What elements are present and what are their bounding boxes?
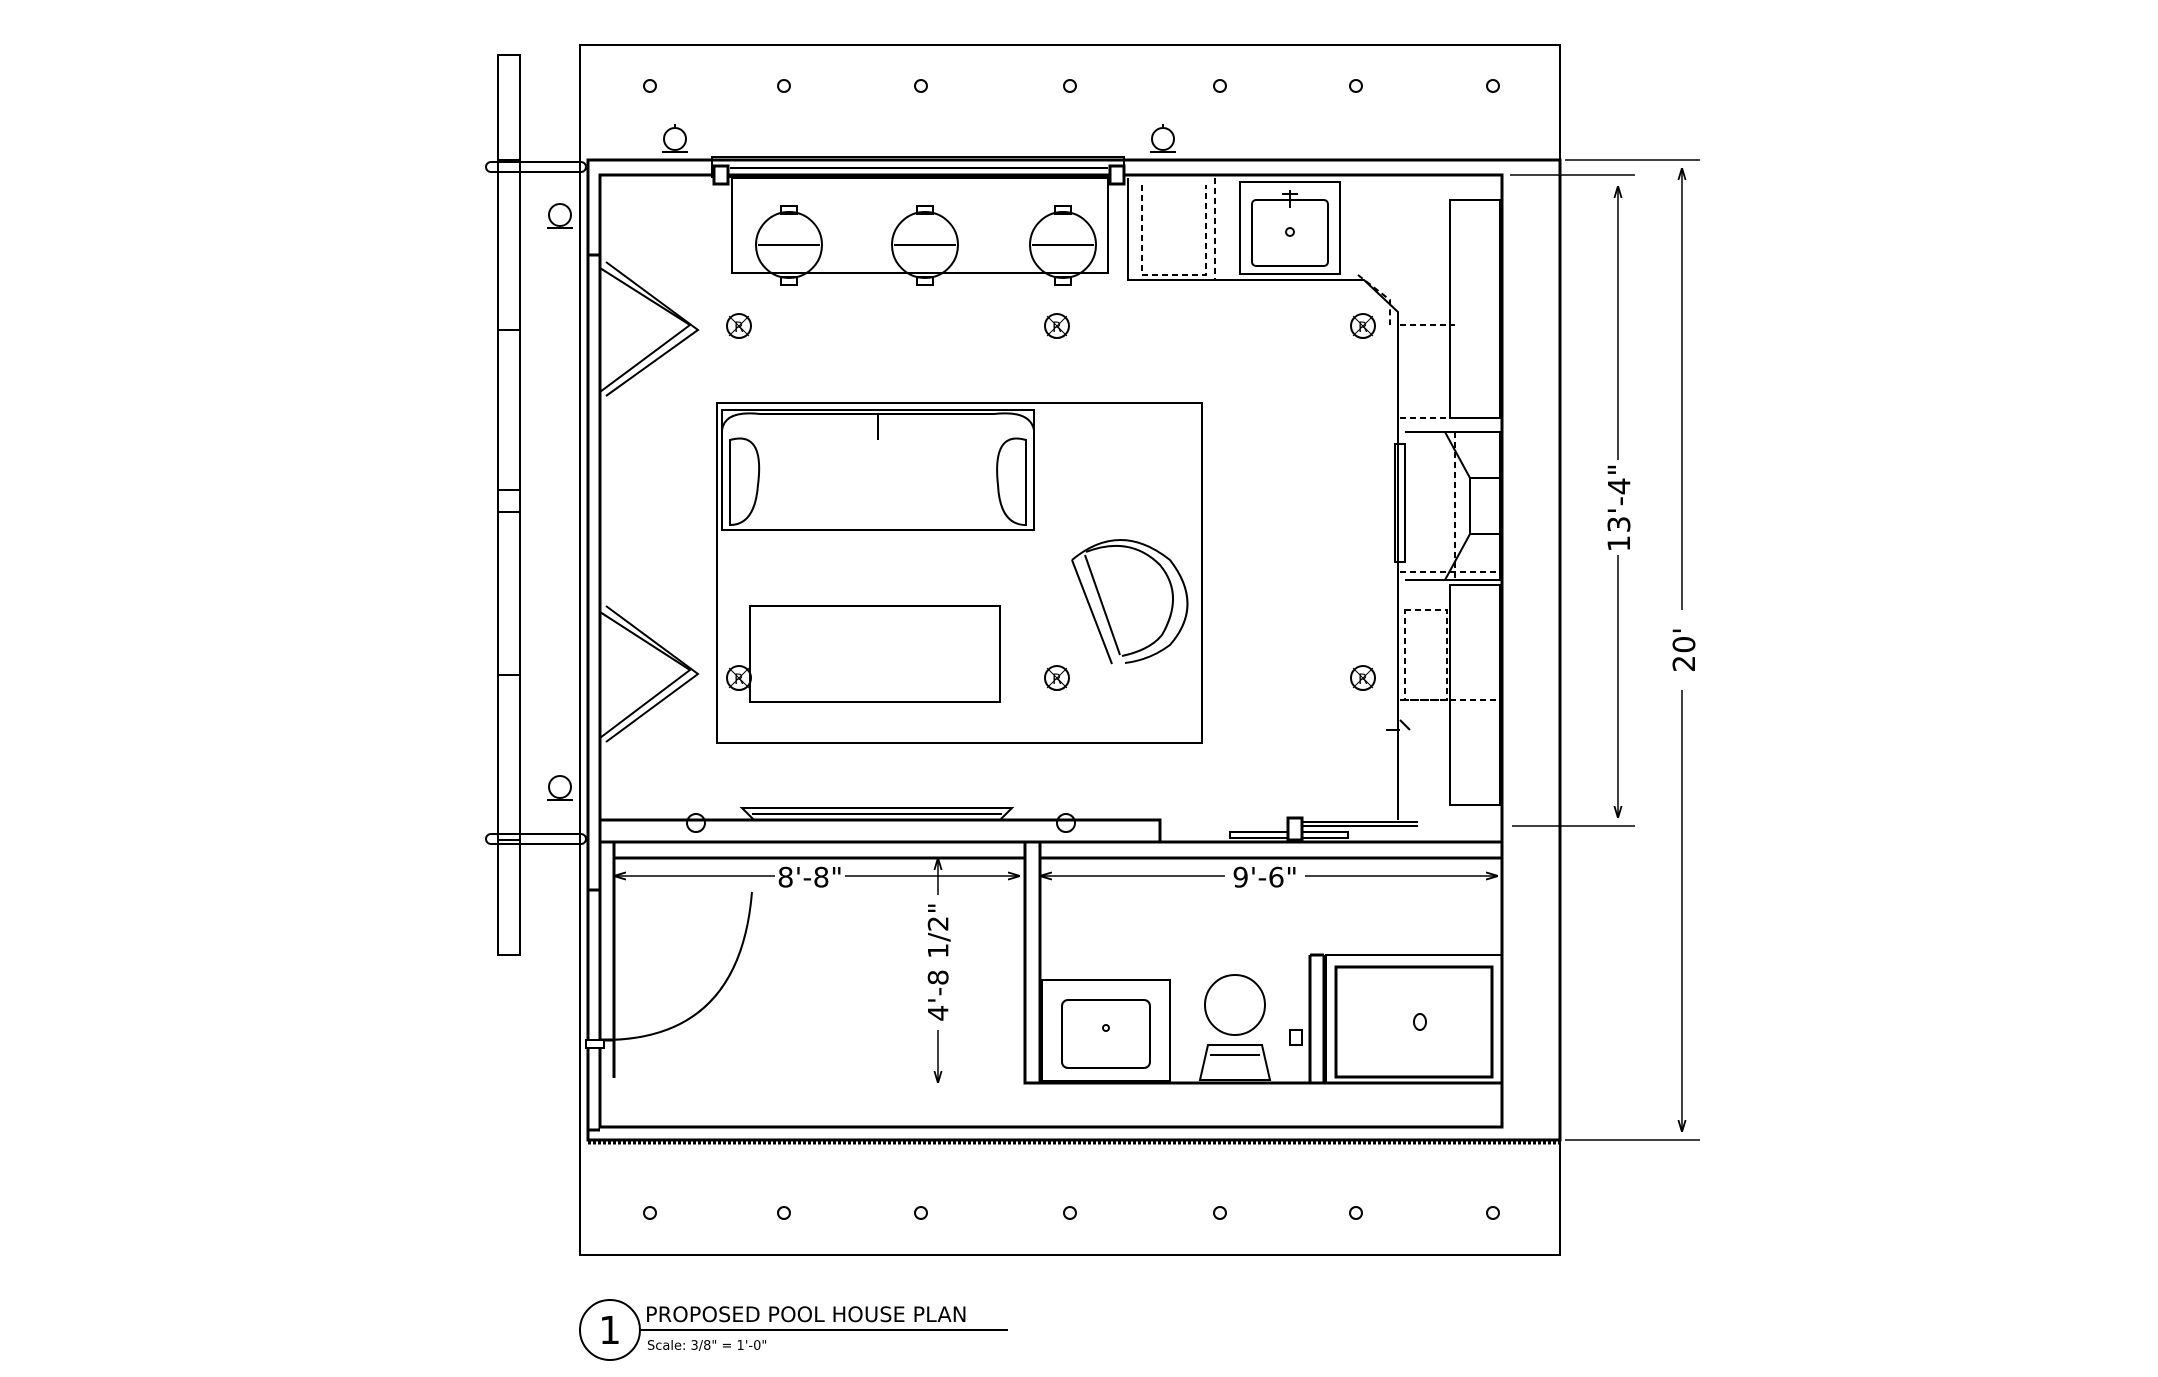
recessed-light-label: R — [734, 672, 744, 688]
exterior-walls — [586, 158, 1562, 1145]
kitchenette — [1127, 178, 1501, 820]
wall-light-icon — [547, 775, 573, 801]
bar-stool — [1029, 205, 1097, 286]
recessed-light-label: R — [734, 320, 744, 336]
sofa — [721, 409, 1035, 531]
coffee-table — [749, 605, 1001, 703]
top-window-bay — [711, 156, 1126, 186]
wall-light-icon — [662, 124, 688, 153]
dim-label-living-height: 13'-4" — [1603, 463, 1638, 553]
dim-label-storage-depth: 4'-8 1/2" — [922, 902, 955, 1022]
drawing-title: PROPOSED POOL HOUSE PLAN — [645, 1303, 967, 1327]
wall-light-icon — [686, 813, 706, 833]
dim-living-height — [1510, 174, 1635, 827]
bathroom-vanity — [1041, 979, 1171, 1082]
pocket-door — [1229, 816, 1418, 842]
bar-stool — [755, 205, 823, 286]
recessed-light-label: R — [1052, 320, 1062, 336]
recessed-light-label: R — [1358, 320, 1368, 336]
bifold-doors — [586, 175, 700, 892]
area-rug — [716, 402, 1203, 744]
bar-stool — [891, 205, 959, 286]
exterior-wall-lights — [547, 124, 1176, 833]
wall-light-icon — [547, 203, 573, 229]
drawing-scale: Scale: 3/8" = 1'-0" — [647, 1339, 767, 1354]
exterior-rail — [485, 54, 587, 956]
shower — [1325, 954, 1503, 1084]
recessed-light-icon: R — [1350, 665, 1376, 691]
bar-counter — [731, 177, 1109, 286]
recessed-light-icon: R — [1044, 665, 1070, 691]
wall-light-icon — [1150, 124, 1176, 153]
dim-label-bath-width: 9'-6" — [1232, 861, 1298, 894]
recessed-light-label: R — [1052, 672, 1062, 688]
recessed-light-icon: R — [1044, 313, 1070, 339]
recessed-light-icon: R — [726, 665, 752, 691]
recessed-light-label: R — [1358, 672, 1368, 688]
deck-posts-top — [643, 79, 1500, 93]
dim-label-storage-width: 8'-8" — [777, 861, 843, 894]
media-console — [739, 807, 1015, 821]
storage-door — [585, 880, 753, 1132]
recessed-light-icon: R — [1350, 313, 1376, 339]
dim-total-height — [1565, 159, 1700, 1141]
title-block: 1 PROPOSED POOL HOUSE PLAN Scale: 3/8" =… — [579, 1299, 1008, 1361]
wall-light-icon — [1056, 813, 1076, 833]
range-appliance — [1394, 431, 1501, 581]
deck-slab — [579, 44, 1561, 1256]
drawing-number: 1 — [598, 1309, 622, 1353]
recessed-lights: R R R R R R — [726, 313, 1376, 691]
dim-label-total-height: 20' — [1668, 627, 1703, 673]
interior-walls — [598, 818, 1502, 1085]
lounge-chair — [1071, 539, 1189, 665]
recessed-light-icon: R — [726, 313, 752, 339]
kitchen-sink — [1239, 181, 1341, 275]
deck-posts-bottom — [643, 1206, 1500, 1220]
toilet — [1198, 974, 1303, 1081]
